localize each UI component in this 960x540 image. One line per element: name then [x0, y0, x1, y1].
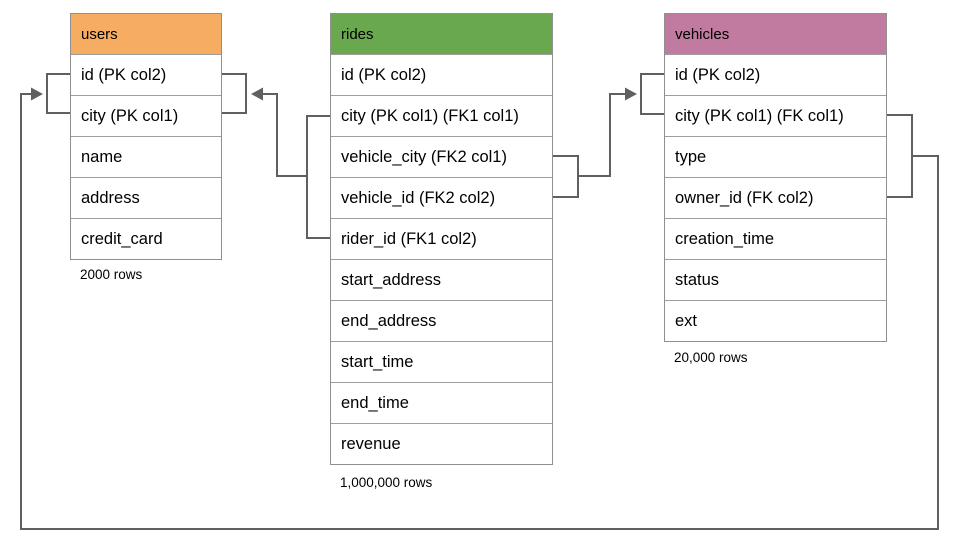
column-row: end_address	[331, 300, 552, 341]
column-row: name	[71, 136, 221, 177]
column-row: city (PK col1) (FK1 col1)	[331, 95, 552, 136]
column-row: owner_id (FK col2)	[665, 177, 886, 218]
rides-row-count: 1,000,000 rows	[340, 475, 433, 490]
table-rides: rides id (PK col2) city (PK col1) (FK1 c…	[330, 13, 553, 465]
column-row: vehicle_id (FK2 col2)	[331, 177, 552, 218]
vehicles-right-bracket-line	[887, 114, 913, 198]
column-row: start_address	[331, 259, 552, 300]
vehicles-row-count: 20,000 rows	[674, 350, 748, 365]
column-row: id (PK col2)	[665, 54, 886, 95]
column-row: revenue	[331, 423, 552, 464]
column-row: ext	[665, 300, 886, 341]
fk1-connector-line	[263, 93, 307, 177]
column-row: credit_card	[71, 218, 221, 259]
column-row: status	[665, 259, 886, 300]
arrowhead-right-icon	[625, 87, 637, 101]
arrowhead-left-icon	[251, 87, 263, 101]
column-row: rider_id (FK1 col2)	[331, 218, 552, 259]
column-row: vehicle_city (FK2 col1)	[331, 136, 552, 177]
table-rides-header: rides	[331, 14, 552, 54]
column-row: end_time	[331, 382, 552, 423]
column-row: id (PK col2)	[71, 54, 221, 95]
rides-left-bracket-line	[306, 115, 330, 239]
fk2-rides-to-vehicles-connector	[553, 73, 664, 198]
fk-connector-line	[20, 93, 939, 530]
column-row: address	[71, 177, 221, 218]
column-row: start_time	[331, 341, 552, 382]
vehicles-left-bracket-line	[640, 73, 664, 115]
users-right-bracket-line	[222, 73, 247, 114]
fk1-rides-to-users-connector	[222, 73, 330, 239]
fk2-connector-line	[578, 93, 625, 177]
rides-right-bracket-line	[553, 155, 579, 198]
column-row: city (PK col1)	[71, 95, 221, 136]
column-row: type	[665, 136, 886, 177]
arrowhead-right-icon	[31, 87, 43, 101]
table-users-header: users	[71, 14, 221, 54]
users-left-bracket-line	[46, 73, 71, 114]
users-row-count: 2000 rows	[80, 267, 143, 282]
fk-vehicles-to-users-connector	[20, 73, 939, 530]
table-users: users id (PK col2) city (PK col1) name a…	[70, 13, 222, 260]
table-vehicles: vehicles id (PK col2) city (PK col1) (FK…	[664, 13, 887, 342]
table-vehicles-header: vehicles	[665, 14, 886, 54]
column-row: id (PK col2)	[331, 54, 552, 95]
column-row: creation_time	[665, 218, 886, 259]
column-row: city (PK col1) (FK col1)	[665, 95, 886, 136]
